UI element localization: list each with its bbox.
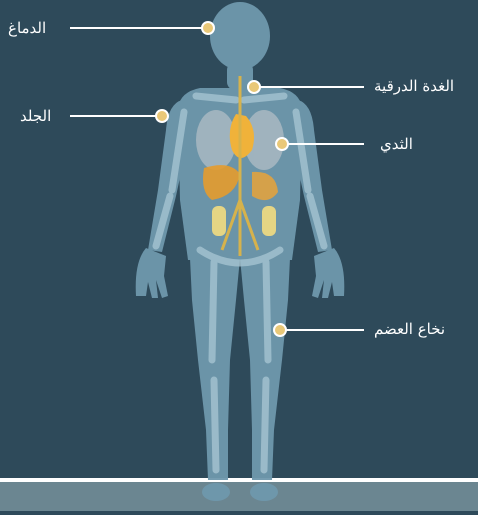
label-skin: الجلد (20, 107, 51, 125)
floor-line (0, 478, 478, 482)
marker-thyroid (248, 81, 260, 93)
label-breast: الثدي (380, 135, 413, 153)
floor (0, 478, 478, 511)
marker-skin (156, 110, 168, 122)
kidney-left (212, 206, 226, 236)
label-brain: الدماغ (8, 19, 46, 37)
label-bone-marrow: نخاع العضم (374, 320, 445, 338)
kidney-right (262, 206, 276, 236)
label-thyroid: الغدة الدرقية (374, 77, 454, 95)
marker-breast (276, 138, 288, 150)
marker-brain (202, 22, 214, 34)
marker-bone-marrow (274, 324, 286, 336)
